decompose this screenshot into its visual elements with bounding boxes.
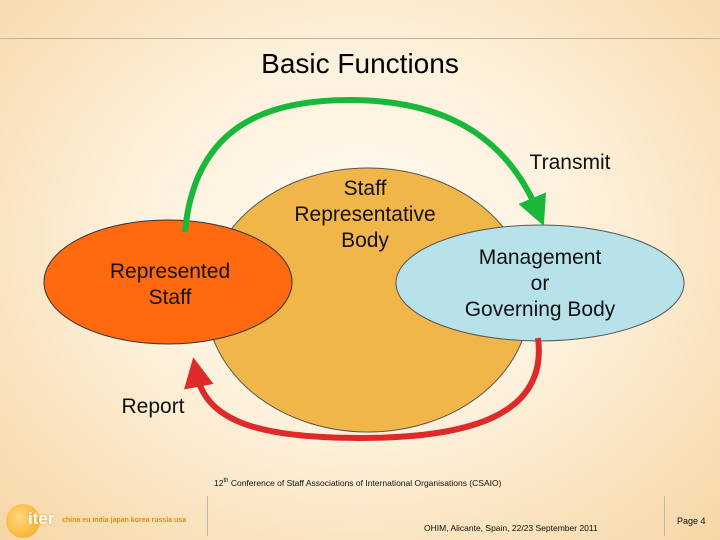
conference-text: 12th Conference of Staff Associations of…: [214, 478, 501, 488]
staff-body-label-line-1: Staff: [343, 177, 387, 200]
transmit-arrow: [182, 96, 547, 233]
management-label: Management or Governing Body: [440, 245, 640, 323]
transmit-label: Transmit: [529, 151, 611, 174]
management-label-line-1: Management: [478, 246, 602, 269]
staff-body-label-line-2: Representative: [294, 203, 436, 226]
report-label: Report: [121, 395, 185, 418]
slide-title: Basic Functions: [261, 48, 459, 79]
represented-staff-ellipse: [43, 219, 293, 345]
report-arrow: [184, 337, 542, 442]
page-number: Page 4: [677, 516, 706, 526]
logo-word: iter: [28, 509, 55, 528]
top-divider: [0, 38, 720, 39]
logo-sun-icon: [6, 504, 40, 538]
represented-staff-label-line-2: Staff: [148, 286, 192, 309]
conference-location: OHIM, Alicante, Spain, 22/23 September 2…: [424, 523, 598, 533]
conference-name: Conference of Staff Associations of Inte…: [228, 478, 502, 488]
footer-divider-left: [207, 496, 208, 536]
staff-body-label: Staff Representative Body: [270, 176, 460, 254]
staff-body-label-line-3: Body: [341, 229, 389, 252]
represented-staff-label-line-1: Represented: [109, 260, 231, 283]
iter-logo: iter china eu india japan korea russia u…: [0, 496, 206, 538]
management-label-line-3: Governing Body: [464, 298, 616, 321]
conference-number: 12: [214, 478, 224, 488]
logo-tagline: china eu india japan korea russia usa: [62, 517, 187, 524]
represented-staff-label: Represented Staff: [95, 259, 245, 311]
conference-ordinal: th: [223, 478, 229, 485]
footer-divider-right: [664, 496, 665, 536]
management-label-line-2: or: [530, 272, 550, 295]
